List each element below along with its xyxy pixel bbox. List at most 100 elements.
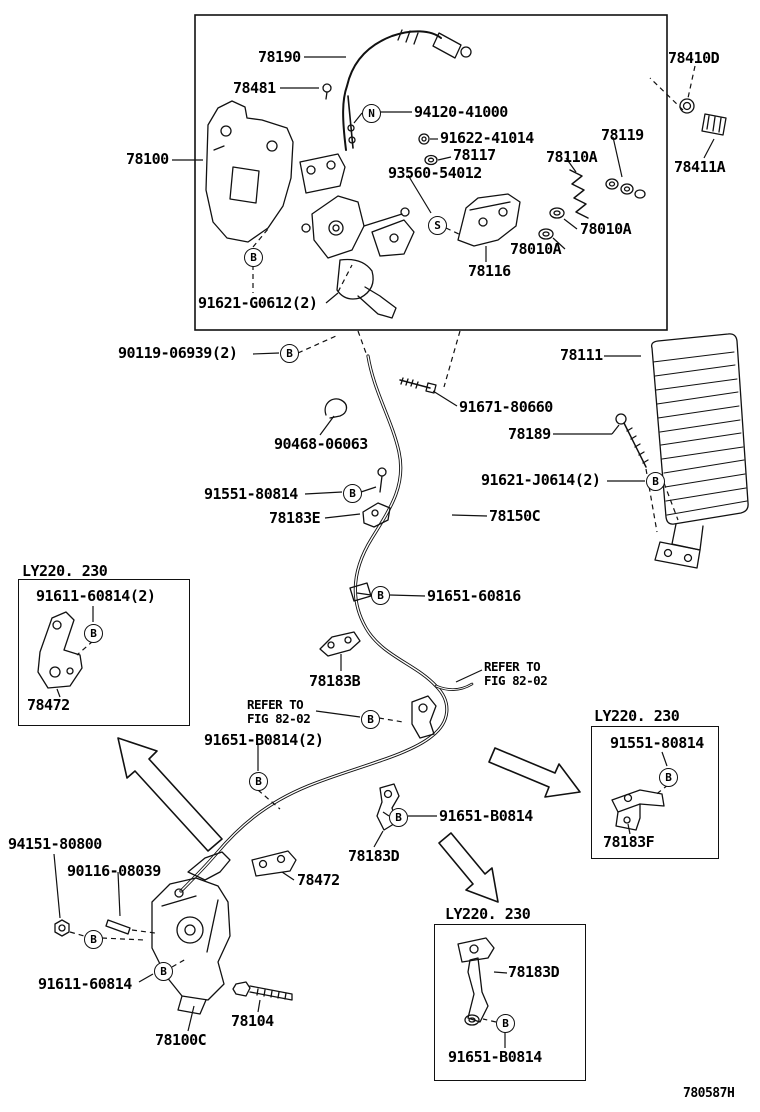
bracket-78100-part: [205, 100, 294, 243]
bracket-78183e-part: [362, 467, 391, 528]
connector-circle-b-8: B: [249, 772, 268, 791]
part-label-78150c: 78150C: [489, 507, 541, 525]
part-label-78010a-2: 78010A: [510, 240, 562, 258]
part-label-93560-54012: 93560-54012: [388, 164, 482, 182]
pedal-link-lever-assembly-part: [301, 195, 415, 319]
part-label-78010a-1: 78010A: [580, 220, 632, 238]
part-label-78110a: 78110A: [546, 148, 598, 166]
part-label-91622-41014: 91622-41014: [440, 129, 534, 147]
part-label-78104: 78104: [231, 1012, 274, 1030]
part-label-94151-80800: 94151-80800: [8, 835, 102, 853]
nut-94151-part: [54, 919, 70, 937]
refer-note-right-1: REFER TO: [484, 659, 541, 674]
part-label-78183e: 78183E: [269, 509, 321, 527]
variant-arrow-to-box1: [117, 737, 223, 852]
part-label-78481: 78481: [233, 79, 276, 97]
variant-box-3: [434, 924, 586, 1081]
part-label-91611-60814-2: 91611-60814(2): [36, 587, 156, 605]
variant-note-2: LY220. 230: [594, 707, 680, 725]
clamp-91651-60816-part: [349, 582, 372, 602]
refer-note-right-2: FIG 82-02: [484, 673, 548, 688]
part-label-91551-80814-1: 91551-80814: [204, 485, 298, 503]
bracket-78183d-detail-part: [457, 937, 495, 1026]
part-label-91651-b0814-3: 91651-B0814: [448, 1048, 542, 1066]
part-label-90468-06063: 90468-06063: [274, 435, 368, 453]
variant-arrow-to-box2: [488, 747, 581, 798]
variant-box-1: [18, 579, 190, 726]
part-label-78111: 78111: [560, 346, 603, 364]
bolt-78104-part: [232, 981, 293, 1001]
part-label-90116-08039: 90116-08039: [67, 862, 161, 880]
grommets-78010a-part: [538, 207, 565, 240]
part-label-78472-2: 78472: [297, 871, 340, 889]
screw-78189-part: [615, 413, 649, 468]
connector-circle-b-2: B: [280, 344, 299, 363]
variant-note-1: LY220. 230: [22, 562, 108, 580]
bracket-78116-part: [457, 193, 521, 247]
part-label-91551-80814-2: 91551-80814: [610, 734, 704, 752]
throttle-cable-78190-part: [342, 29, 472, 151]
drawing-number: 780587H: [683, 1086, 735, 1101]
connector-circle-b-10: B: [389, 808, 408, 827]
cable-clamp-bracket-part: [411, 695, 437, 739]
variant-arrows: [117, 737, 581, 903]
upper-assembly-box: [194, 14, 668, 331]
connector-circle-b-12: B: [154, 962, 173, 981]
part-label-94120-41000: 94120-41000: [414, 103, 508, 121]
refer-note-left-2: FIG 82-02: [247, 711, 311, 726]
part-label-91621-g0612: 91621-G0612(2): [198, 294, 318, 312]
part-label-91651-b0814-1: 91651-B0814: [439, 807, 533, 825]
part-label-78411a: 78411A: [674, 158, 726, 176]
leader-lines: [53, 56, 715, 1048]
bracket-78183b-part: [319, 631, 361, 657]
variant-note-3: LY220. 230: [445, 905, 531, 923]
bolt-91671-part: [399, 377, 437, 394]
part-label-78189: 78189: [508, 425, 551, 443]
part-label-78183d-2: 78183D: [508, 963, 560, 981]
part-label-90119-06939: 90119-06939(2): [118, 344, 238, 362]
dashed-relation-lines: [69, 65, 696, 1023]
cap-78410d-78411a-part: [679, 98, 727, 136]
connector-circle-b-9: B: [659, 768, 678, 787]
connector-circle-b-1: B: [244, 248, 263, 267]
part-label-78116: 78116: [468, 262, 511, 280]
refer-note-left-1: REFER TO: [247, 697, 304, 712]
connector-circle-n: N: [362, 104, 381, 123]
bracket-78183f-detail-part: [611, 789, 665, 831]
accelerator-pedal-78111-part: [650, 333, 749, 569]
part-label-78410d: 78410D: [668, 49, 720, 67]
connector-circle-b-11: B: [84, 930, 103, 949]
variant-box-2: [591, 726, 719, 859]
control-cable-78150c-part: [174, 354, 474, 898]
part-label-78183f: 78183F: [603, 833, 655, 851]
part-label-78119: 78119: [601, 126, 644, 144]
plate-78472-part: [251, 850, 297, 877]
part-label-91651-b0814-2: 91651-B0814(2): [204, 731, 324, 749]
variant-arrow-to-box3: [438, 832, 499, 903]
bracket-78472-detail-part: [37, 611, 83, 689]
connector-circle-b-5: B: [371, 586, 390, 605]
part-label-78183b: 78183B: [309, 672, 361, 690]
part-label-78183d-1: 78183D: [348, 847, 400, 865]
pin-90116-part: [105, 919, 131, 935]
connector-circle-b-4: B: [646, 472, 665, 491]
spring-78110a-part: [569, 169, 589, 219]
washers-78117-78119-part: [418, 133, 646, 199]
part-label-78100c: 78100C: [155, 1031, 207, 1049]
part-label-91611-60814: 91611-60814: [38, 975, 132, 993]
part-label-78190: 78190: [258, 48, 301, 66]
screw-78481-part: [322, 83, 332, 100]
part-label-78100: 78100: [126, 150, 169, 168]
part-label-78117: 78117: [453, 146, 496, 164]
part-label-78472-1: 78472: [27, 696, 70, 714]
connector-circle-b-13: B: [496, 1014, 515, 1033]
pedal-link-78100c-assembly-part: [151, 851, 231, 1015]
connector-circle-s: S: [428, 216, 447, 235]
connector-circle-b-6: B: [84, 624, 103, 643]
part-label-91671-80660: 91671-80660: [459, 398, 553, 416]
clip-90468-part: [324, 398, 348, 419]
cable-mount-plate-part: [299, 153, 346, 194]
connector-circle-b-3: B: [343, 484, 362, 503]
